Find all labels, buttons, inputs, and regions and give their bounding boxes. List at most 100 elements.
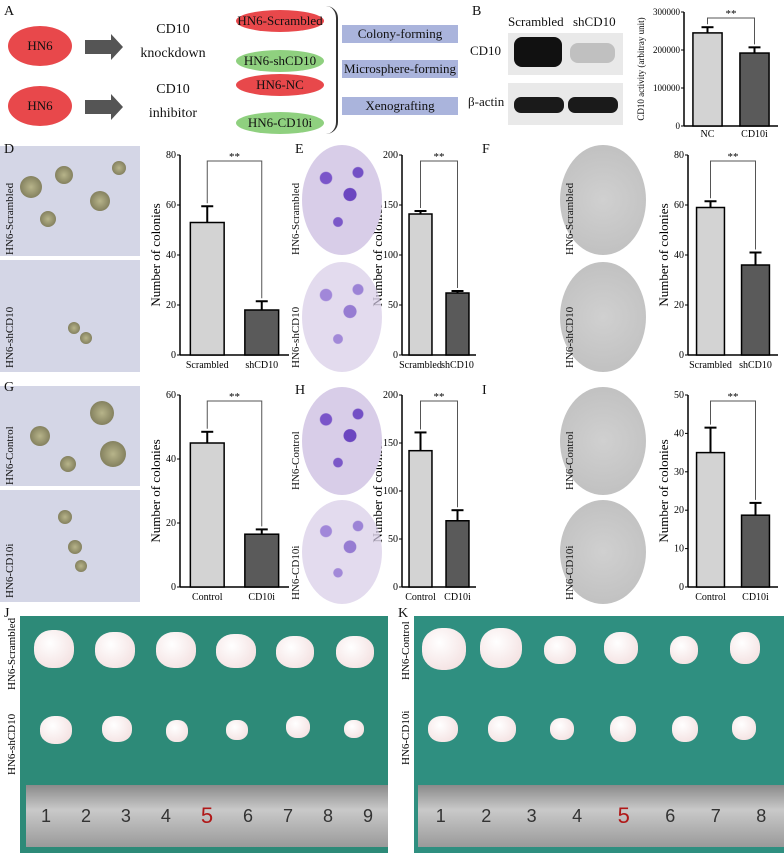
bar (189, 442, 225, 588)
dish-h-cd10i (302, 500, 382, 604)
bar (740, 514, 771, 588)
panel-label-k: K (398, 606, 409, 621)
photo-label: HN6-CD10i (4, 543, 16, 598)
y-tick-label: 200 (383, 390, 398, 401)
x-tick-label: Control (405, 592, 436, 603)
photo-label: HN6-Control (290, 431, 302, 490)
panel-label-d: D (4, 142, 15, 157)
bar (739, 52, 770, 127)
x-tick-label: Scrambled (186, 360, 229, 371)
x-tick-label: Control (192, 592, 223, 603)
y-tick-label: 60 (674, 200, 684, 211)
y-axis-label: CD10 activity (arbitray unit) (636, 17, 646, 120)
lane-scrambled: Scrambled (508, 14, 564, 29)
y-tick-label: 100 (383, 250, 398, 261)
dish-f-shcd10 (560, 262, 646, 372)
y-tick-label: 10 (674, 544, 684, 555)
photo-g-control (0, 386, 140, 486)
significance-label: ** (728, 151, 739, 163)
significance-label: ** (434, 151, 445, 163)
dish-e-scrambled (302, 145, 382, 255)
panel-label-b: B (472, 4, 482, 19)
dish-f-scrambled (560, 145, 646, 255)
significance-label: ** (229, 391, 240, 403)
y-axis-label: Number of colonies (656, 203, 671, 306)
photo-label: HN6-Scrambled (4, 182, 16, 255)
significance-bracket (206, 400, 263, 527)
photo-label: HN6-CD10i (290, 545, 302, 600)
x-tick-label: CD10i (741, 129, 768, 140)
y-tick-label: 20 (674, 505, 684, 516)
y-tick-label: 40 (166, 454, 176, 465)
bar (408, 449, 433, 588)
bar (244, 533, 280, 588)
y-tick-label: 50 (674, 390, 684, 401)
arrow-right-icon (85, 94, 123, 120)
x-tick-label: Scrambled (689, 360, 732, 371)
photo-label: HN6-Control (564, 431, 576, 490)
photo-label: HN6-CD10i (400, 710, 412, 765)
significance-label: ** (434, 391, 445, 403)
bar (445, 520, 470, 588)
y-tick-label: 50 (388, 300, 398, 311)
bar (189, 221, 225, 356)
dish-i-cd10i (560, 500, 646, 604)
assay-xenografting: Xenografting (342, 97, 458, 115)
significance-bracket (710, 160, 756, 250)
x-tick-label: CD10i (742, 592, 769, 603)
blot-beta-actin (508, 83, 623, 125)
photo-label: HN6-Scrambled (564, 182, 576, 255)
photo-label: HN6-shCD10 (564, 306, 576, 368)
bracket (326, 6, 338, 134)
y-tick-label: 0 (393, 582, 398, 593)
assay-colony-forming: Colony-forming (342, 25, 458, 43)
x-tick-label: Scrambled (399, 360, 442, 371)
y-axis-label: Number of colonies (656, 439, 671, 542)
photo-d-scrambled (0, 146, 140, 256)
panel-label-h: H (295, 383, 306, 398)
y-axis-label: Number of colonies (148, 203, 163, 306)
y-tick-label: 200 (383, 150, 398, 161)
bar (408, 213, 433, 356)
dish-e-shcd10 (302, 262, 382, 372)
blot-cd10 (508, 33, 623, 75)
y-tick-label: 30 (674, 467, 684, 478)
x-tick-label: CD10i (248, 592, 275, 603)
x-tick-label: NC (701, 129, 715, 140)
photo-label: HN6-Control (4, 426, 16, 485)
dish-h-control (302, 387, 382, 495)
bar (740, 264, 771, 356)
photo-label: HN6-shCD10 (6, 713, 18, 775)
panel-label-e: E (295, 142, 304, 157)
significance-label: ** (229, 151, 240, 163)
x-tick-label: Control (695, 592, 726, 603)
y-tick-label: 0 (679, 350, 684, 361)
photo-label: HN6-shCD10 (290, 306, 302, 368)
dish-i-control (560, 387, 646, 495)
photo-label: HN6-Scrambled (6, 617, 18, 690)
y-tick-label: 40 (674, 250, 684, 261)
x-tick-label: shCD10 (245, 360, 278, 371)
y-tick-label: 200000 (653, 45, 681, 55)
significance-bracket (206, 160, 263, 299)
photo-label: HN6-Control (400, 621, 412, 680)
photo-label: HN6-CD10i (564, 545, 576, 600)
y-tick-label: 40 (166, 250, 176, 261)
y-tick-label: 60 (166, 390, 176, 401)
panel-label-a: A (4, 4, 15, 19)
significance-bracket (710, 400, 756, 500)
group-hn6-cd10i: HN6-CD10i (236, 112, 324, 134)
significance-label: ** (728, 391, 739, 403)
y-tick-label: 0 (171, 350, 176, 361)
panel-label-j: J (4, 606, 10, 621)
y-tick-label: 50 (388, 534, 398, 545)
